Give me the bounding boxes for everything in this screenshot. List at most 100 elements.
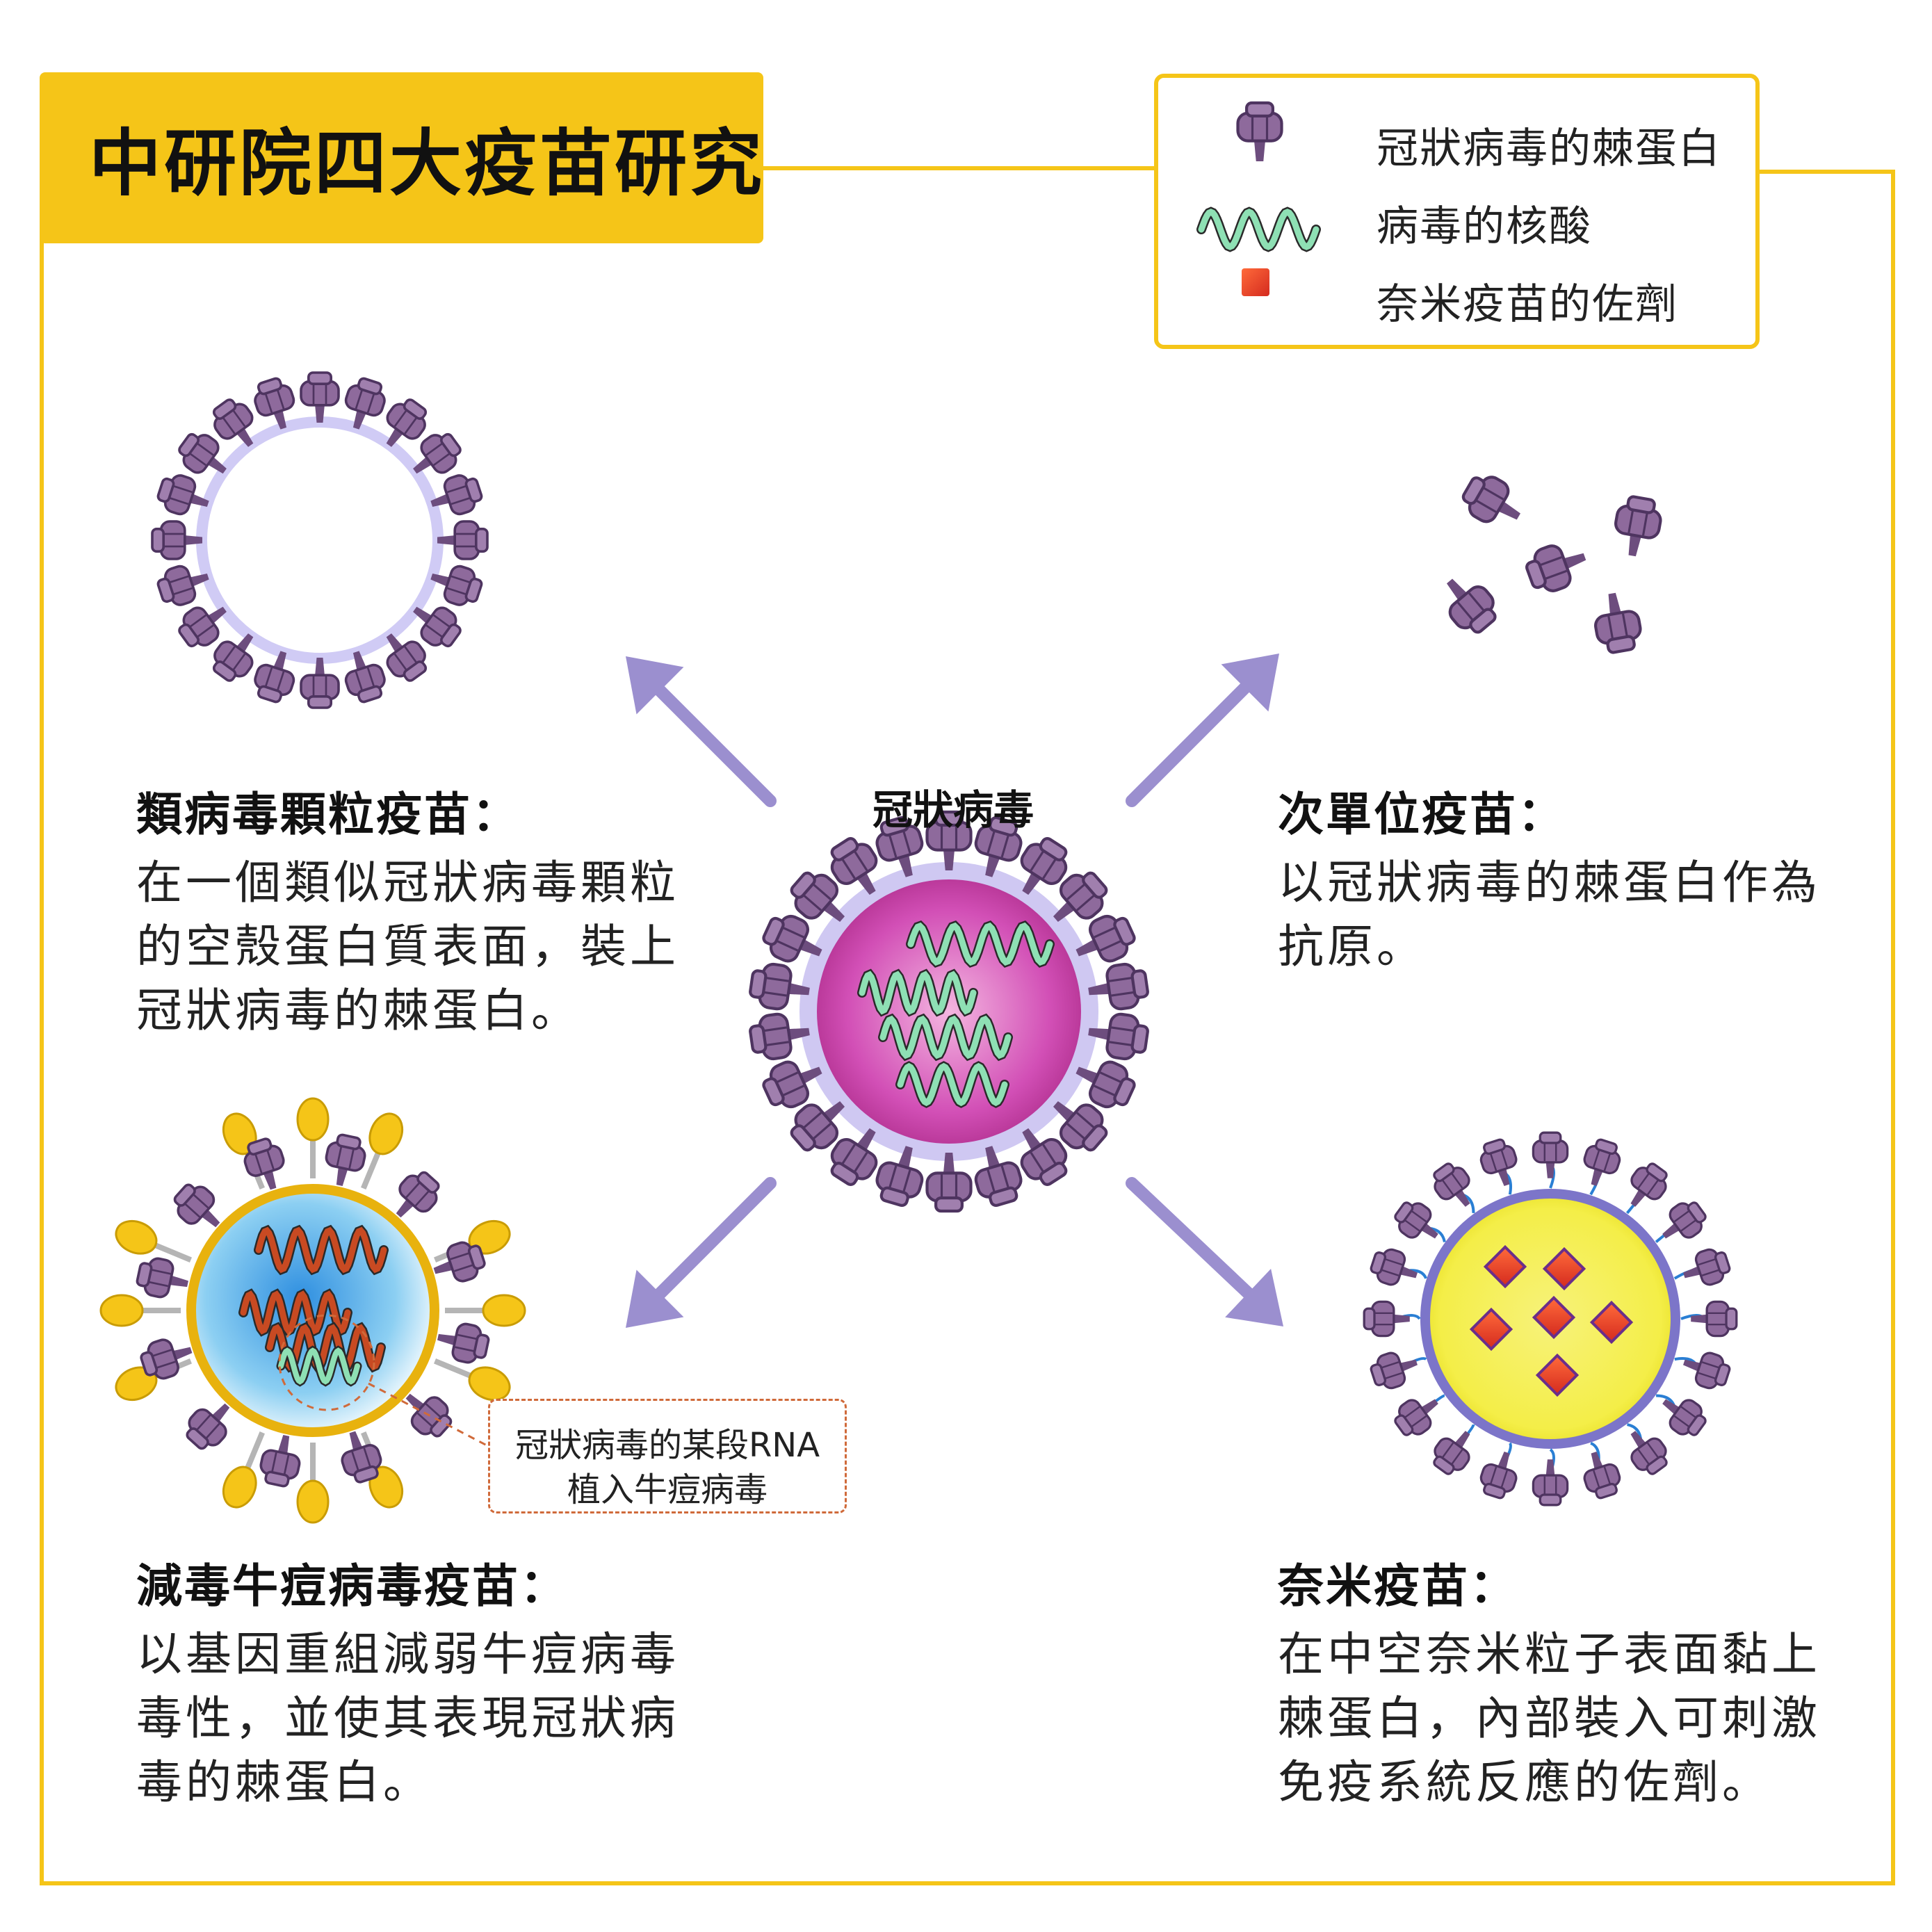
legend-label-nucleic: 病毒的核酸 bbox=[1377, 202, 1592, 251]
frame-bottom bbox=[40, 1881, 1895, 1885]
coronavirus-rna-1 bbox=[907, 922, 1053, 966]
vaccinia-knob bbox=[468, 1366, 511, 1402]
vaccinia-spike bbox=[432, 1317, 492, 1367]
spike-protein-icon bbox=[1238, 103, 1282, 161]
subunit-spike-2 bbox=[1611, 494, 1664, 560]
vlp-heading: 類病毒顆粒疫苗： bbox=[136, 788, 520, 841]
arrow-to-subunit-shaft bbox=[1126, 681, 1251, 807]
coronavirus-rna-3 bbox=[879, 1015, 1012, 1060]
arrow-to-vaccinia-head bbox=[626, 1269, 684, 1328]
nano-spike bbox=[1388, 1194, 1448, 1251]
nucleic-acid-icon bbox=[1198, 209, 1320, 250]
vaccinia-knob bbox=[482, 1294, 526, 1327]
legend-label-adjuvant: 奈米疫苗的佐劑 bbox=[1377, 280, 1678, 329]
vlp-line-2: 的空殼蛋白質表面，裝上 bbox=[136, 920, 679, 973]
nano-line-2: 棘蛋白，內部裝入可刺激 bbox=[1278, 1691, 1821, 1745]
nano-spike bbox=[1367, 1244, 1423, 1293]
vaccinia-knob bbox=[99, 1294, 144, 1327]
vaccinia-line-1: 以基因重組減弱牛痘病毒 bbox=[136, 1627, 679, 1681]
callout-leader-line bbox=[368, 1382, 489, 1447]
vaccinia-spike bbox=[256, 1430, 306, 1490]
arrow-to-vlp-head bbox=[626, 656, 684, 715]
nano-spike bbox=[1653, 1194, 1712, 1251]
legend-label-spike: 冠狀病毒的棘蛋白 bbox=[1377, 124, 1721, 173]
nano-spike bbox=[1618, 1157, 1675, 1217]
vlp-spike bbox=[300, 371, 340, 424]
subunit-spike-1 bbox=[1457, 469, 1529, 536]
page-title: 中研院四大疫苗研究 bbox=[89, 121, 765, 206]
nano-adjuvant-5 bbox=[1589, 1300, 1634, 1345]
arrow-to-vlp-shaft bbox=[654, 684, 777, 807]
vaccinia-dna-1 bbox=[255, 1226, 387, 1274]
arrow-to-subunit bbox=[1126, 654, 1279, 807]
vaccinia-dna-2 bbox=[240, 1290, 351, 1335]
nano-spike bbox=[1576, 1135, 1625, 1192]
title-banner bbox=[40, 72, 763, 243]
rna-insertion-callout: 冠狀病毒的某段RNA 植入牛痘病毒 bbox=[488, 1399, 847, 1513]
nano-spike bbox=[1475, 1446, 1525, 1502]
vaccinia-dna-3 bbox=[266, 1324, 384, 1371]
nano-spike bbox=[1576, 1446, 1625, 1502]
subunit-line-2: 抗原。 bbox=[1278, 920, 1426, 973]
nano-spike bbox=[1367, 1345, 1423, 1394]
nano-line-1: 在中空奈米粒子表面黏上 bbox=[1278, 1627, 1821, 1681]
subunit-line-1: 以冠狀病毒的棘蛋白作為 bbox=[1278, 856, 1821, 909]
coronavirus-spike bbox=[927, 1153, 971, 1211]
vaccinia-knob bbox=[296, 1097, 330, 1142]
frame-right bbox=[1891, 170, 1895, 1885]
arrow-to-nano bbox=[1126, 1177, 1283, 1326]
subunit-spike-4 bbox=[1433, 567, 1504, 640]
nano-line-3: 免疫系統反應的佐劑。 bbox=[1278, 1755, 1771, 1809]
nano-spike bbox=[1363, 1300, 1411, 1338]
nano-spike bbox=[1678, 1244, 1734, 1293]
frame-top-mid bbox=[763, 166, 1154, 170]
nano-spike bbox=[1532, 1458, 1569, 1507]
frame-left bbox=[40, 209, 44, 1885]
nano-heading: 奈米疫苗： bbox=[1278, 1559, 1518, 1613]
vaccinia-knob bbox=[368, 1112, 404, 1155]
arrow-to-vlp bbox=[626, 656, 777, 807]
coronavirus-rna-2 bbox=[859, 971, 977, 1015]
center-virus-label: 冠狀病毒 bbox=[872, 786, 1034, 834]
callout-line-2: 植入牛痘病毒 bbox=[567, 1470, 768, 1509]
nano-adjuvant-1 bbox=[1483, 1244, 1527, 1289]
nano-spike bbox=[1532, 1131, 1569, 1180]
vaccinia-line-3: 毒的棘蛋白。 bbox=[136, 1755, 432, 1809]
nano-spike bbox=[1388, 1386, 1448, 1443]
nano-adjuvant-2 bbox=[1542, 1247, 1586, 1291]
vaccinia-spike bbox=[133, 1253, 193, 1304]
vaccinia-spike bbox=[320, 1131, 370, 1191]
vlp-spike bbox=[151, 520, 204, 560]
vlp-spike bbox=[300, 656, 340, 709]
vlp-line-3: 冠狀病毒的棘蛋白。 bbox=[136, 984, 581, 1037]
arrow-to-vaccinia-shaft bbox=[654, 1177, 777, 1300]
coronavirus-core bbox=[817, 879, 1081, 1144]
vaccinia-knob bbox=[296, 1479, 330, 1524]
nano-spike bbox=[1678, 1345, 1734, 1394]
nano-adjuvant-4 bbox=[1532, 1295, 1576, 1340]
vlp-spike bbox=[436, 520, 489, 560]
adjuvant-icon bbox=[1242, 268, 1269, 296]
nano-adjuvant-3 bbox=[1469, 1307, 1513, 1351]
vlp-shell bbox=[196, 416, 444, 664]
arrow-to-nano-shaft bbox=[1126, 1177, 1255, 1299]
nano-spike bbox=[1689, 1300, 1738, 1338]
frame-top-right bbox=[1760, 170, 1895, 174]
arrow-to-vaccinia bbox=[626, 1177, 777, 1328]
vaccinia-line-2: 毒性，並使其表現冠狀病 bbox=[136, 1691, 679, 1745]
rna-highlight-circle bbox=[278, 1314, 375, 1411]
coronavirus-rna-4 bbox=[897, 1062, 1008, 1107]
subunit-heading: 次單位疫苗： bbox=[1278, 788, 1566, 841]
vaccinia-inserted-rna bbox=[278, 1347, 360, 1385]
arrow-to-subunit-head bbox=[1221, 654, 1279, 712]
vlp-line-1: 在一個類似冠狀病毒顆粒 bbox=[136, 856, 679, 909]
vaccinia-knob bbox=[222, 1466, 257, 1509]
vaccinia-heading: 減毒牛痘病毒疫苗： bbox=[136, 1559, 568, 1613]
nano-spike bbox=[1426, 1421, 1483, 1481]
vaccinia-knob bbox=[115, 1219, 158, 1255]
arrow-to-nano-head bbox=[1225, 1269, 1283, 1326]
subunit-spike-5 bbox=[1591, 590, 1644, 655]
nano-spike bbox=[1475, 1135, 1525, 1192]
